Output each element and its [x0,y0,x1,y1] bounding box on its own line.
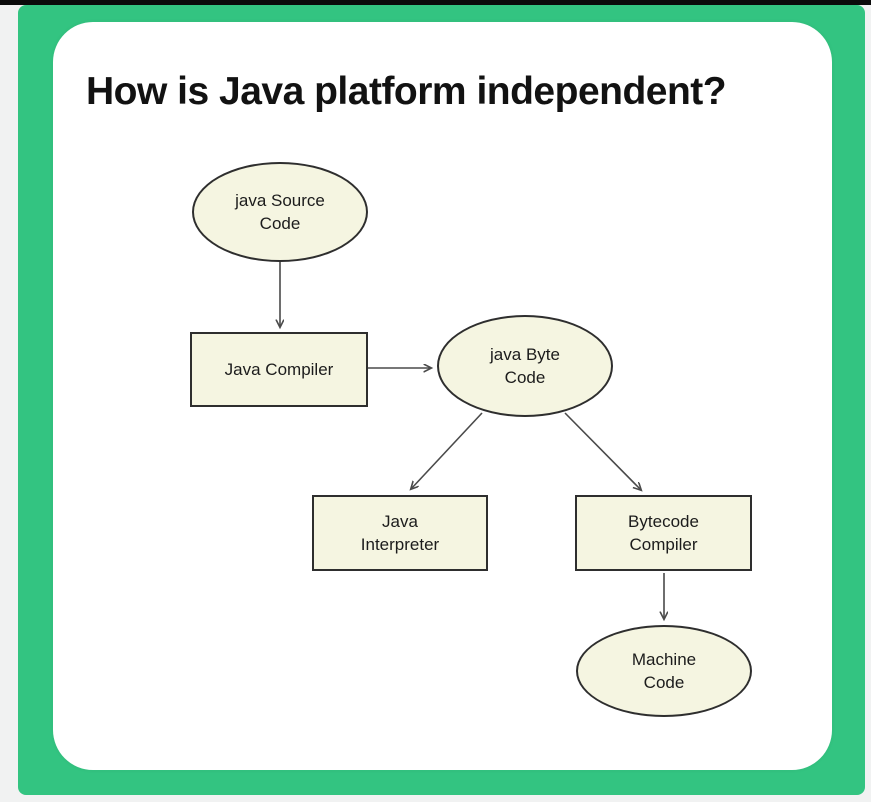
page-title: How is Java platform independent? [86,70,727,113]
node-machine-code: Machine Code [576,625,752,717]
node-java-interpreter: Java Interpreter [312,495,488,571]
node-java-compiler: Java Compiler [190,332,368,407]
node-java-source-code: java Source Code [192,162,368,262]
window-top-edge [0,0,871,5]
node-bytecode-compiler: Bytecode Compiler [575,495,752,571]
node-java-byte-code: java Byte Code [437,315,613,417]
